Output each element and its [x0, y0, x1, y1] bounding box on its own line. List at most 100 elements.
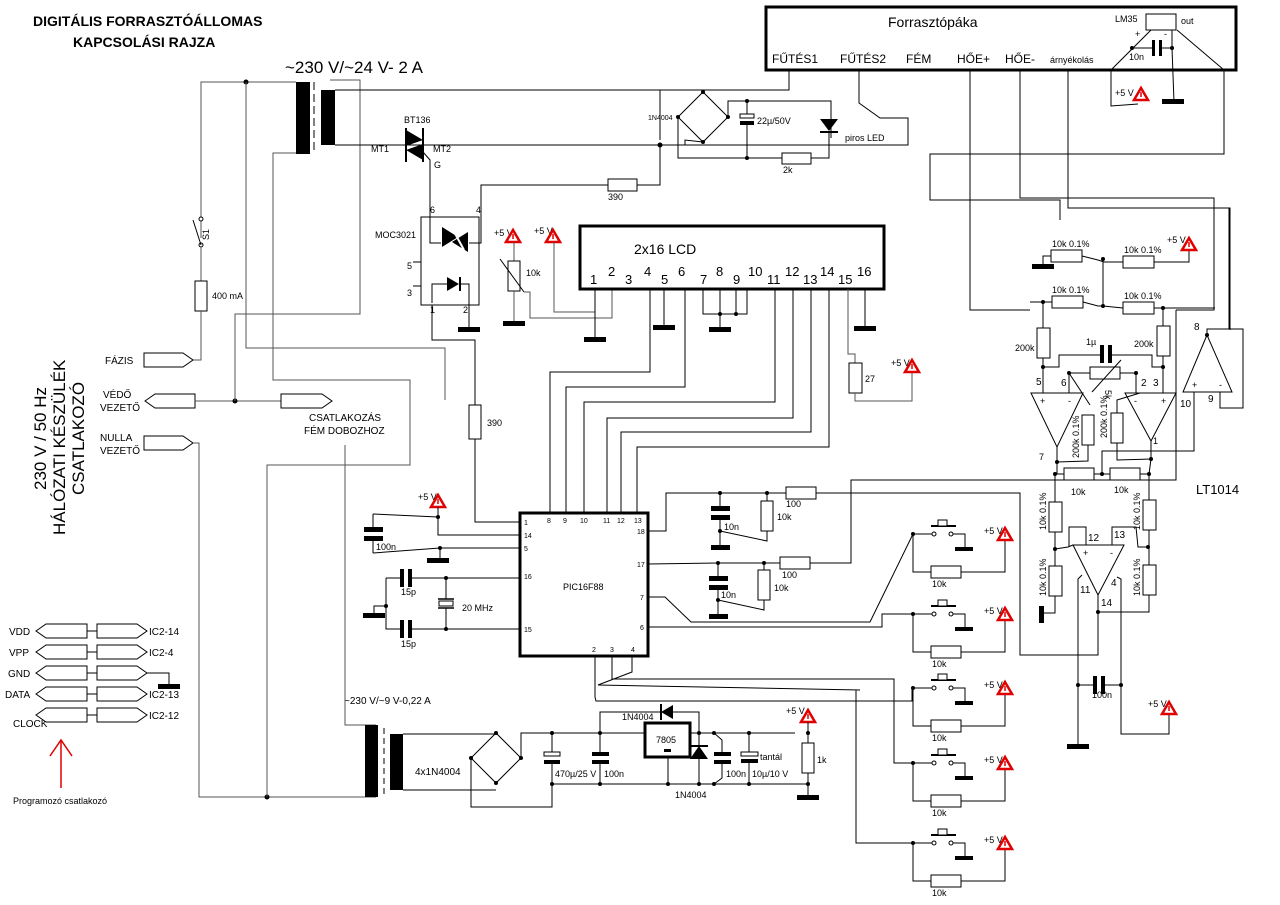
iron-pin-metal[interactable]: FÉM [906, 51, 931, 66]
pullup-resistor [930, 794, 962, 808]
programmer-pin-target: IC2-13 [149, 690, 179, 701]
lm35-minus: - [1164, 29, 1167, 39]
opto-pin3: 3 [407, 288, 412, 298]
pin12: 12 [1088, 533, 1100, 544]
programmer-pin-vdd[interactable]: VDD IC2-14 [9, 623, 179, 639]
cap-22u-label: 22µ/50V [757, 116, 791, 126]
adc-cap-1-label: 10n [724, 522, 739, 532]
pullup-resistor-label: 10k [932, 733, 947, 743]
push-button-2[interactable]: 10k+5 V [911, 599, 1014, 669]
capacitor-22u: 22µ/50V [739, 101, 791, 158]
load-resistor-label: 1k [817, 755, 827, 765]
pin9: 9 [1208, 394, 1214, 405]
ground-icon [458, 327, 480, 332]
supply-label: +5 V [1167, 235, 1186, 245]
push-button-4[interactable]: 10k+5 V [911, 748, 1014, 818]
triac-mt1: MT1 [371, 144, 389, 154]
triac-part: BT136 [404, 115, 431, 125]
crystal-cap-1 [400, 569, 404, 587]
iron-pin-thermo-minus[interactable]: HŐE- [1005, 51, 1035, 66]
pin10: 10 [1180, 399, 1192, 410]
supply-label: +5 V [418, 492, 437, 502]
main-transformer: ~230 V/~24 V- 2 A [285, 58, 424, 154]
programmer-pin-gnd[interactable]: GND [8, 665, 180, 689]
push-button-5[interactable]: 10k+5 V [911, 828, 1014, 898]
ground-icon [955, 776, 973, 780]
ground-icon [1039, 606, 1044, 623]
fuse: 400 mA [194, 280, 243, 312]
crystal-cap-2 [400, 620, 404, 638]
pin-minus: - [1068, 396, 1071, 406]
diode-bottom-label: 1N4004 [675, 790, 707, 800]
pin6: 6 [1061, 378, 1067, 389]
pullup-resistor-label: 10k [932, 579, 947, 589]
ground-icon [955, 856, 973, 860]
ground-icon [955, 547, 973, 551]
programmer-pin-name: GND [8, 669, 30, 680]
opto-pin1: 1 [430, 305, 435, 315]
programmer-arrow [49, 738, 73, 788]
connector-protective-earth[interactable]: VÉDŐ VEZETŐ [100, 387, 196, 414]
pin14: 14 [1101, 598, 1113, 609]
iron-pin-shield[interactable]: árnyékolás [1050, 55, 1094, 65]
mains-label: 230 V / 50 Hz HÁLÓZATI KÉSZÜLÉK CSATLAKO… [31, 359, 88, 535]
adc-series-2-label: 100 [782, 570, 797, 580]
r-mid-label: 10k [1071, 487, 1086, 497]
push-button-1[interactable]: 10k +5 V [911, 519, 1014, 589]
iron-pin-heat2[interactable]: FŰTÉS2 [840, 51, 886, 66]
lcd-pin-8: 8 [716, 264, 723, 279]
connector-neutral[interactable]: NULLA VEZETŐ [100, 433, 194, 457]
lcd-pin-3: 3 [625, 272, 632, 287]
ground-icon [1067, 744, 1089, 749]
push-button-3[interactable]: 10k +5 V [911, 673, 1014, 743]
supply-label: +5 V [494, 228, 513, 238]
contrast-potentiometer[interactable]: 10k [499, 242, 541, 322]
supply-label: +5 V [984, 680, 1003, 690]
amplifier-part: LT1014 [1196, 482, 1239, 497]
connector-metal-case[interactable]: CSATLAKOZÁS FÉM DOBOZHOZ [280, 393, 385, 437]
programmer-caption: Programozó csatlakozó [13, 796, 107, 806]
psu-bridge-label: 4x1N4004 [415, 767, 461, 778]
mcu-pin-3: 3 [610, 647, 614, 654]
pin-plus: + [1083, 548, 1088, 558]
mcu-pin-4: 4 [631, 647, 635, 654]
iron-pin-thermo-plus[interactable]: HŐE+ [957, 51, 990, 66]
resistor-390-opto-label: 390 [487, 418, 502, 428]
amp-cap-label: 1µ [1086, 337, 1096, 347]
mcu-part: PIC16F88 [563, 582, 604, 592]
pullup-resistor [930, 645, 962, 659]
programmer-pin-name: VPP [9, 648, 29, 659]
supply-label: +5 V [984, 526, 1003, 536]
ground-icon [363, 613, 385, 618]
r-feedback-label: 200k 0.1% [1099, 395, 1109, 438]
switch-s1[interactable]: S1 [192, 216, 211, 248]
programmer-pin-name: VDD [9, 627, 30, 638]
pin-minus: - [1110, 548, 1113, 558]
mcu-pin-16: 16 [524, 574, 532, 581]
protection-diode-top: 1N4004 [622, 704, 673, 722]
mcu-pin-5: 5 [524, 546, 528, 553]
connector-phase[interactable]: FÁZIS [105, 352, 194, 368]
opto-pin5: 5 [407, 261, 412, 271]
adc-pulldown-1-label: 10k [777, 512, 792, 522]
mcu-pin-2: 2 [592, 647, 596, 654]
triac-mt2: MT2 [433, 144, 451, 154]
iron-pin-heat1[interactable]: FŰTÉS1 [772, 51, 818, 66]
iron-title: Forrasztópáka [888, 14, 978, 30]
adc-filter-1: 10n 10k 100 [711, 486, 817, 550]
programmer-pin-target: IC2-14 [149, 627, 179, 638]
lm35-label: LM35 [1115, 14, 1138, 24]
r-bridge-label: 10k 0.1% [1124, 245, 1162, 255]
r-gain-label: 200k [1015, 343, 1035, 353]
programmer-pin-target: IC2-12 [149, 711, 179, 722]
lcd-pin-7: 7 [700, 272, 707, 287]
mcu-pin-18: 18 [637, 529, 645, 536]
pin-minus: - [1134, 396, 1137, 406]
lcd-pin-1: 1 [590, 272, 597, 287]
tantalum-capacitor: tantál 10µ/10 V [740, 731, 788, 786]
lcd-pin-5: 5 [661, 272, 668, 287]
adc-pulldown-2-label: 10k [774, 583, 789, 593]
